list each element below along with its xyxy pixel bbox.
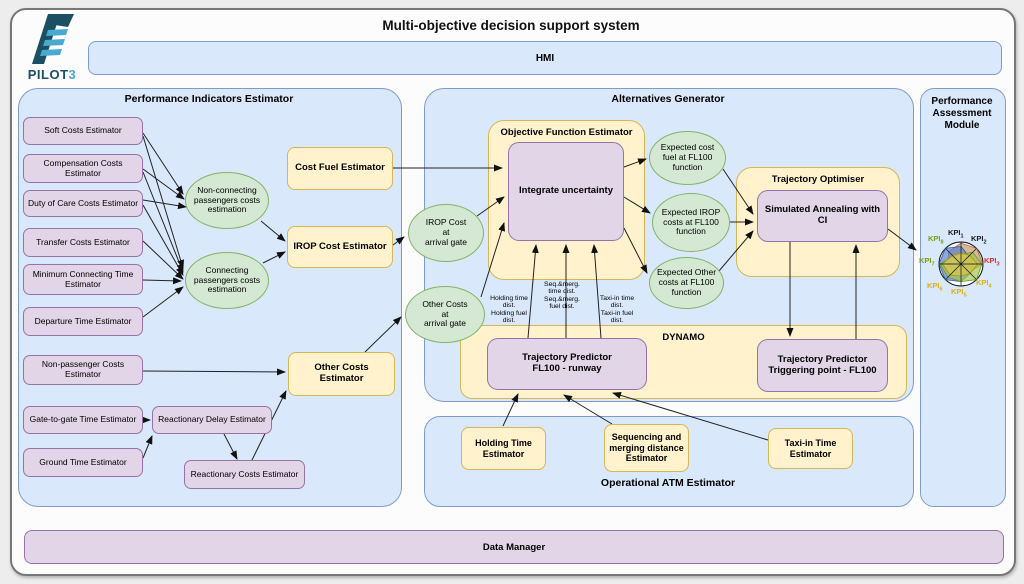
node-reactionary-costs-estimator: Reactionary Costs Estimator bbox=[184, 460, 305, 489]
node-soft-costs-estimator: Soft Costs Estimator bbox=[23, 117, 143, 145]
ellipse-expected-irop-costs: Expected IROP costs at FL100 function bbox=[652, 193, 730, 252]
kpi-label-6: KPI6 bbox=[927, 281, 943, 293]
pilot3-logo-icon bbox=[32, 14, 74, 64]
kpi-label-1: KPI1 bbox=[948, 228, 964, 240]
node-trajectory-predictor-runway: Trajectory Predictor FL100 - runway bbox=[487, 338, 647, 390]
page-title: Multi-objective decision support system bbox=[382, 18, 640, 33]
hmi-bar: HMI bbox=[88, 41, 1002, 75]
node-holding-time-estimator: Holding Time Estimator bbox=[461, 427, 546, 470]
panel-title-performance-assessment: Performance Assessment Module bbox=[931, 96, 993, 132]
node-non-passenger-costs-estimator: Non-passenger Costs Estimator bbox=[23, 355, 143, 385]
ellipse-expected-other-costs: Expected Other costs at FL100 function bbox=[649, 257, 724, 309]
ellipse-connecting-costs: Connecting passengers costs estimation bbox=[185, 252, 269, 309]
ellipse-non-connecting-costs: Non-connecting passengers costs estimati… bbox=[185, 172, 269, 229]
node-transfer-costs-estimator: Transfer Costs Estimator bbox=[23, 228, 143, 257]
kpi-label-8: KPI8 bbox=[928, 234, 944, 246]
ellipse-other-costs-at-arrival-gate: Other Costs at arrival gate bbox=[405, 286, 485, 343]
node-compensation-costs-estimator: Compensation Costs Estimator bbox=[23, 154, 143, 183]
node-taxi-in-time-estimator: Taxi-in Time Estimator bbox=[768, 428, 853, 469]
node-minimum-connecting-time-estimator: Minimum Connecting Time Estimator bbox=[23, 264, 143, 295]
panel-title-alternatives-generator: Alternatives Generator bbox=[611, 93, 725, 105]
panel-title-performance-indicators: Performance Indicators Estimator bbox=[124, 93, 294, 105]
data-manager-bar: Data Manager bbox=[24, 530, 1004, 564]
node-sequencing-merging-estimator: Sequencing and merging distance Estimato… bbox=[604, 424, 689, 472]
kpi-label-7: KPI7 bbox=[919, 256, 935, 268]
panel-performance-assessment bbox=[920, 88, 1006, 507]
container-trajectory-optimiser-label: Trajectory Optimiser bbox=[771, 174, 865, 185]
kpi-label-2: KPI2 bbox=[971, 234, 987, 246]
ellipse-irop-cost-at-arrival-gate: IROP Cost at arrival gate bbox=[408, 204, 484, 262]
pilot3-logo-text: PILOT3 bbox=[27, 67, 77, 82]
node-ground-time-estimator: Ground Time Estimator bbox=[23, 448, 143, 477]
node-departure-time-estimator: Departure Time Estimator bbox=[23, 307, 143, 336]
kpi-label-3: KPI3 bbox=[984, 256, 1000, 268]
node-irop-cost-estimator: IROP Cost Estimator bbox=[287, 226, 393, 268]
node-reactionary-delay-estimator: Reactionary Delay Estimator bbox=[152, 406, 272, 434]
kpi-radar-chart bbox=[938, 241, 984, 287]
pilot3-logo: PILOT3 bbox=[16, 12, 88, 82]
ellipse-expected-cost-fuel: Expected cost fuel at FL100 function bbox=[649, 131, 726, 185]
kpi-label-4: KPI4 bbox=[976, 278, 992, 290]
node-duty-of-care-costs-estimator: Duty of Care Costs Estimator bbox=[23, 190, 143, 217]
node-cost-fuel-estimator: Cost Fuel Estimator bbox=[287, 147, 393, 190]
container-dynamo-label: DYNAMO bbox=[662, 332, 705, 343]
node-integrate-uncertainty: Integrate uncertainty bbox=[508, 142, 624, 241]
node-other-costs-estimator: Other Costs Estimator bbox=[288, 352, 395, 396]
container-objective-function-label: Objective Function Estimator bbox=[500, 127, 633, 138]
panel-title-operational-atm: Operational ATM Estimator bbox=[600, 477, 736, 489]
node-trajectory-predictor-trigger: Trajectory Predictor Triggering point - … bbox=[757, 339, 888, 392]
label-seq-dist: Seq.&merg.time dist. Seq.&merg.fuel dist… bbox=[544, 281, 580, 311]
kpi-label-5: KPI5 bbox=[951, 287, 967, 299]
node-simulated-annealing: Simulated Annealing with CI bbox=[757, 190, 888, 242]
node-gate-to-gate-time-estimator: Gate-to-gate Time Estimator bbox=[23, 406, 143, 434]
